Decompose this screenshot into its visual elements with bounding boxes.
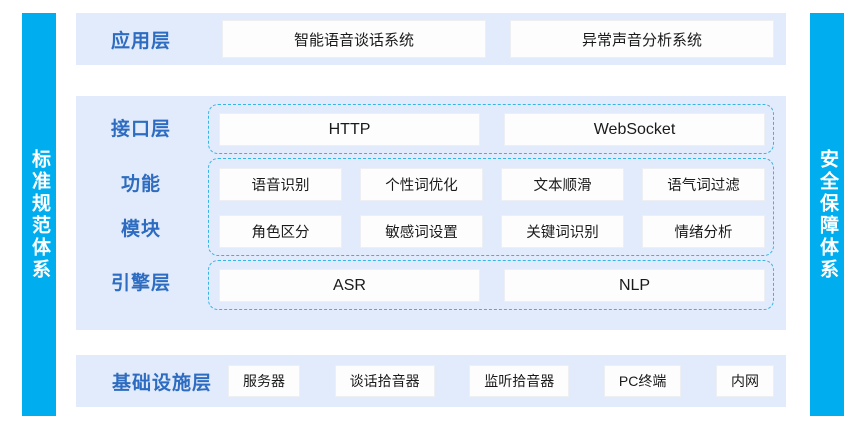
function-module-item[interactable]: 敏感词设置 (360, 215, 483, 248)
engine-layer-label: 引擎层 (110, 273, 171, 294)
interface-item[interactable]: HTTP (219, 113, 480, 146)
application-layer-panel: 应用层 智能语音谈话系统 异常声音分析系统 (76, 13, 786, 65)
application-item[interactable]: 异常声音分析系统 (510, 20, 774, 58)
infrastructure-item[interactable]: 监听拾音器 (469, 365, 570, 397)
function-module-item[interactable]: 语气词过滤 (642, 168, 765, 201)
interface-layer-label: 接口层 (110, 119, 171, 140)
core-platform-panel: 接口层 HTTP WebSocket 功能 模块 语音识别 个性词优化 文本顺滑… (76, 96, 786, 330)
infrastructure-item[interactable]: PC终端 (603, 365, 682, 397)
side-bar-standards-label: 标准规范体系 (28, 148, 50, 281)
interface-layer-group: HTTP WebSocket (208, 104, 774, 154)
application-item[interactable]: 智能语音谈话系统 (222, 20, 486, 58)
function-modules-row: 语音识别 个性词优化 文本顺滑 语气词过滤 (219, 168, 765, 201)
infrastructure-layer-panel: 基础设施层 服务器 谈话拾音器 监听拾音器 PC终端 内网 (76, 355, 786, 407)
infrastructure-item[interactable]: 谈话拾音器 (334, 365, 435, 397)
interface-item[interactable]: WebSocket (504, 113, 765, 146)
function-module-item[interactable]: 个性词优化 (360, 168, 483, 201)
side-bar-security-label: 安全保障体系 (816, 148, 838, 281)
side-bar-standards: 标准规范体系 (22, 13, 56, 416)
function-modules-items: 语音识别 个性词优化 文本顺滑 语气词过滤 角色区分 敏感词设置 关键词识别 情… (219, 168, 765, 248)
function-module-item[interactable]: 角色区分 (219, 215, 342, 248)
infrastructure-layer-label: 基础设施层 (111, 372, 212, 394)
application-layer-label: 应用层 (110, 30, 171, 52)
function-module-item[interactable]: 关键词识别 (501, 215, 624, 248)
engine-item[interactable]: ASR (219, 269, 480, 302)
function-module-item[interactable]: 文本顺滑 (501, 168, 624, 201)
side-bar-security: 安全保障体系 (810, 13, 844, 416)
infrastructure-layer-items: 服务器 谈话拾音器 监听拾音器 PC终端 内网 (228, 365, 774, 397)
engine-item[interactable]: NLP (504, 269, 765, 302)
function-modules-group: 语音识别 个性词优化 文本顺滑 语气词过滤 角色区分 敏感词设置 关键词识别 情… (208, 158, 774, 256)
function-modules-label-line2: 模块 (120, 219, 161, 240)
function-modules-row: 角色区分 敏感词设置 关键词识别 情绪分析 (219, 215, 765, 248)
engine-layer-group: ASR NLP (208, 260, 774, 310)
function-module-item[interactable]: 情绪分析 (642, 215, 765, 248)
infrastructure-item[interactable]: 服务器 (228, 365, 300, 397)
application-layer-items: 智能语音谈话系统 异常声音分析系统 (222, 20, 774, 58)
interface-layer-items: HTTP WebSocket (219, 113, 765, 146)
function-module-item[interactable]: 语音识别 (219, 168, 342, 201)
function-modules-label-line1: 功能 (120, 174, 161, 195)
infrastructure-item[interactable]: 内网 (715, 365, 774, 397)
engine-layer-items: ASR NLP (219, 269, 765, 302)
